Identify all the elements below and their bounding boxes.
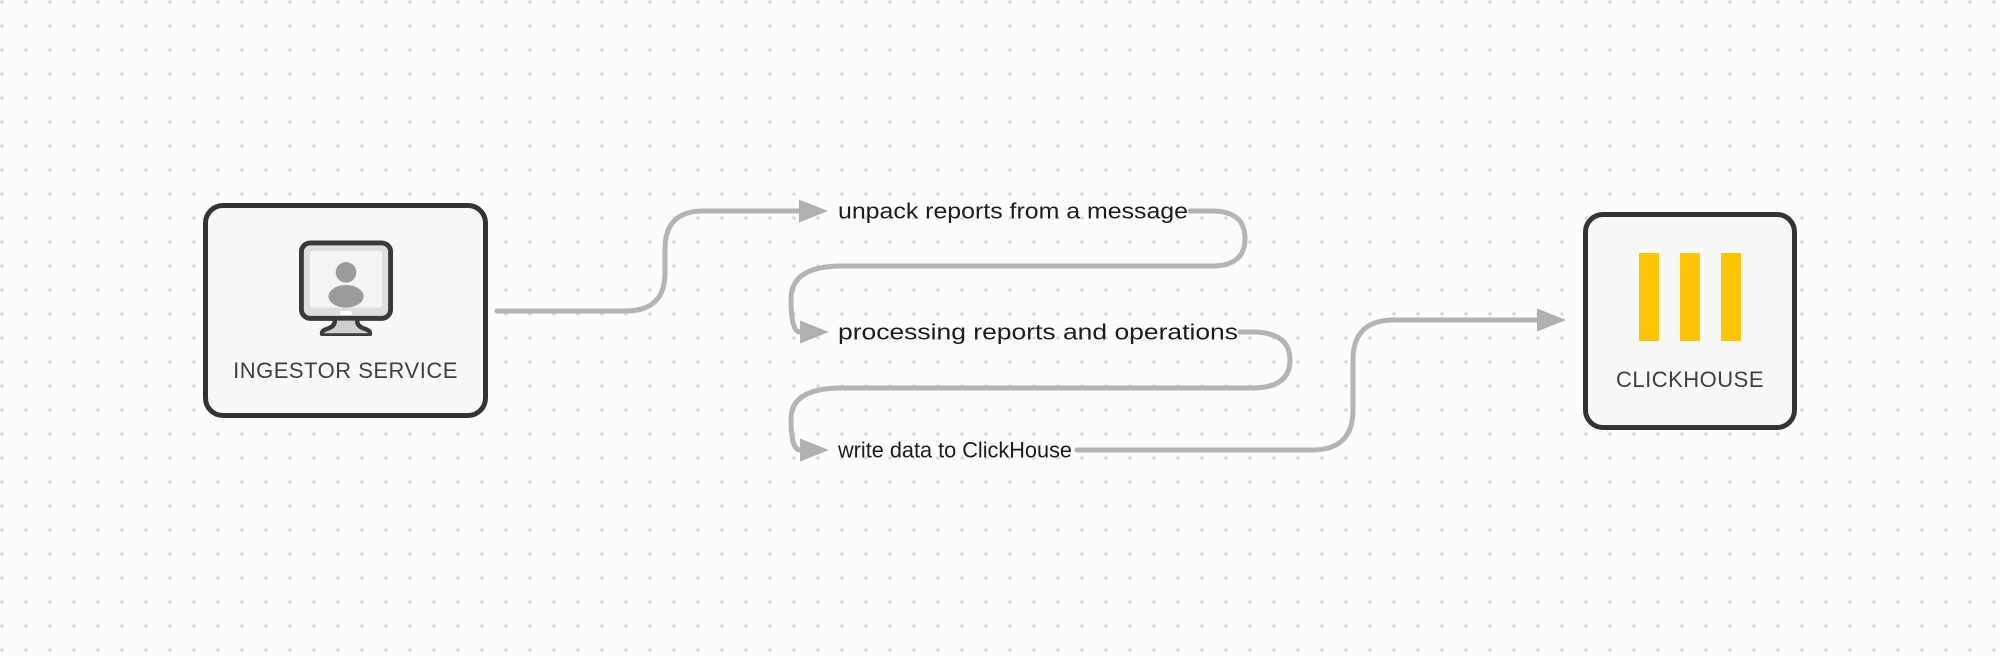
connector-ingestor-to-step1 [494,199,828,314]
connector-line [788,329,1293,453]
node-ingestor-service[interactable]: INGESTOR SERVICE [203,203,488,418]
arrowhead-icon [800,438,829,462]
connector-step1-to-step2 [788,208,1248,344]
clickhouse-bar [1721,253,1741,341]
arrowhead-icon [799,199,828,223]
arrowhead-icon [800,320,829,344]
node-label-clickhouse: CLICKHOUSE [1615,367,1765,392]
arrowhead-icon [1537,308,1566,332]
connector-line [494,208,802,314]
step-label-write: write data to ClickHouse [837,438,1072,463]
clickhouse-bar [1680,253,1700,341]
step-label-unpack: unpack reports from a message [838,199,1188,224]
monitor-user-icon [297,240,395,338]
connector-line [1074,317,1540,453]
connector-step3-to-clickhouse [1074,308,1566,453]
clickhouse-bars-icon [1639,253,1741,341]
node-label-ingestor: INGESTOR SERVICE [233,358,458,383]
connector-step2-to-step3 [788,329,1293,462]
connector-line [788,208,1248,335]
clickhouse-bar [1639,253,1659,341]
node-clickhouse[interactable]: CLICKHOUSE [1583,212,1797,430]
step-label-processing: processing reports and operations [838,320,1238,345]
